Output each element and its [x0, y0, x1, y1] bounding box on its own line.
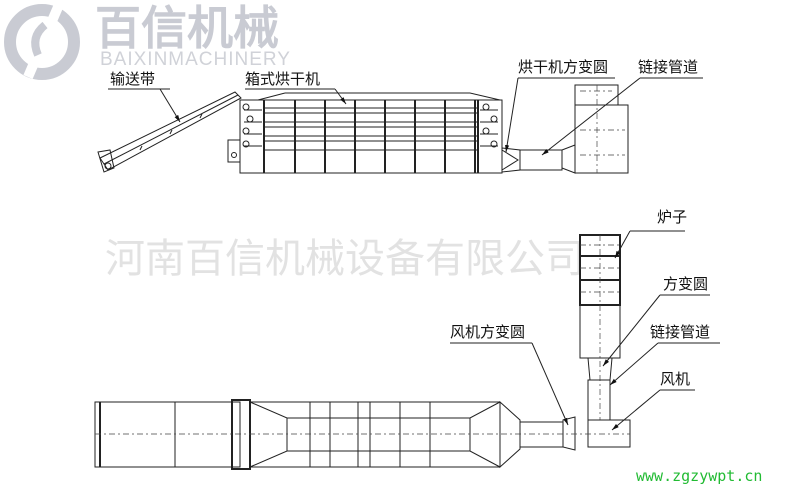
logo-text-en: BAIXINMACHINERY	[100, 49, 291, 70]
logo: 百信机械 BAIXINMACHINERY	[4, 1, 291, 80]
furnace-drawing	[579, 234, 631, 448]
conveyor-drawing	[97, 91, 242, 173]
logo-mark-icon	[4, 4, 80, 80]
label-connecting-pipe-top: 链接管道	[638, 58, 698, 76]
label-transition: 方变圆	[663, 275, 708, 293]
label-fan: 风机	[660, 370, 690, 388]
logo-text-cn: 百信机械	[95, 1, 279, 55]
bottom-dryer-drawing	[94, 399, 630, 470]
top-view: 输送带 箱式烘干机 烘干机方变圆 链接管道	[97, 58, 703, 174]
source-url: www.zgzywpt.cn	[636, 467, 762, 485]
company-watermark: 河南百信机械设备有限公司	[105, 236, 585, 282]
label-fan-transition: 风机方变圆	[450, 323, 525, 341]
bottom-view: 炉子 方变圆 风机方变圆 链接管道 风机	[94, 208, 720, 470]
label-conveyor: 输送带	[110, 70, 155, 88]
label-dryer-transition: 烘干机方变圆	[518, 58, 608, 76]
duct-drawing	[501, 84, 629, 174]
label-box-dryer: 箱式烘干机	[245, 70, 320, 88]
box-dryer-drawing	[227, 92, 503, 174]
label-furnace: 炉子	[657, 208, 687, 226]
label-connecting-pipe-bottom: 链接管道	[650, 323, 710, 341]
